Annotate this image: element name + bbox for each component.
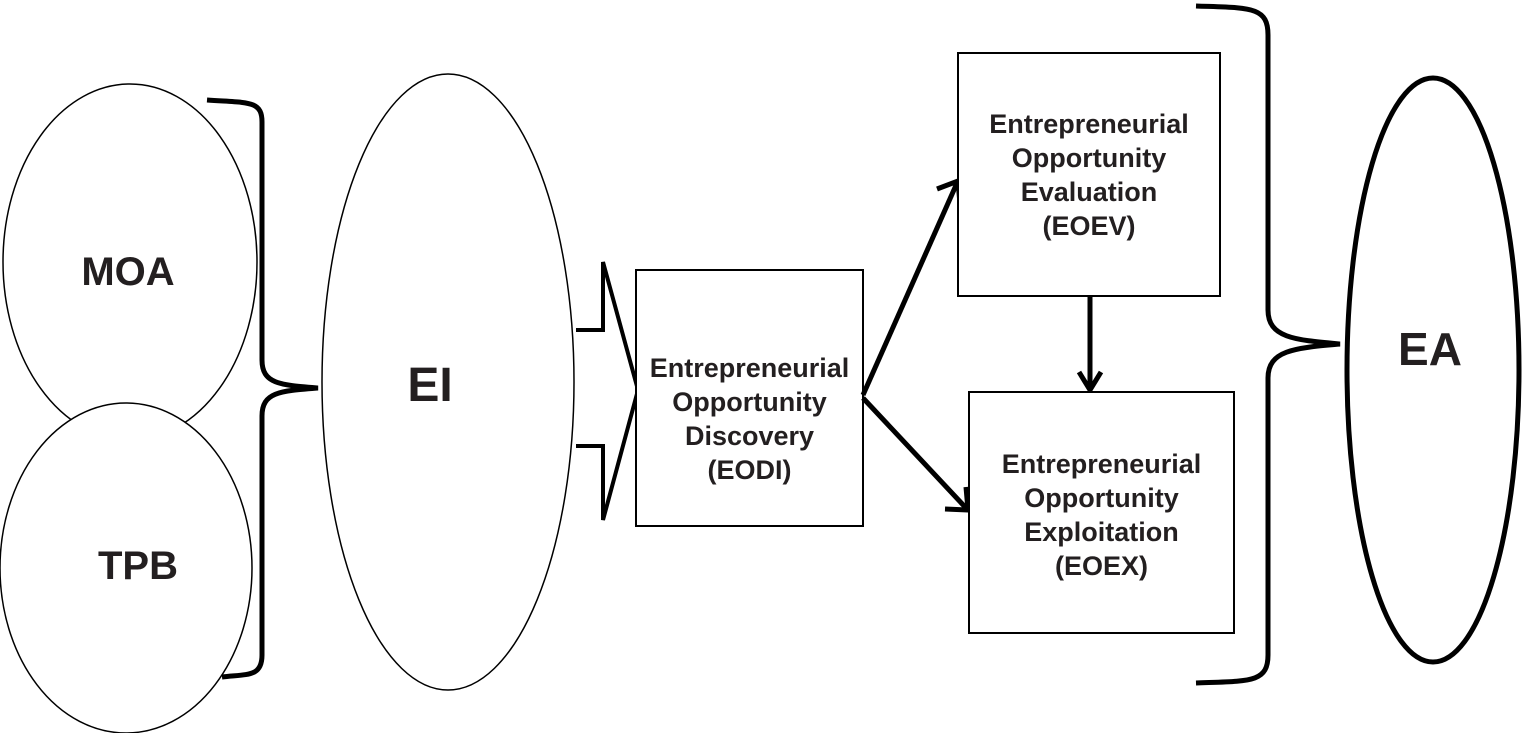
eodi-label: Entrepreneurial Opportunity Discovery (E… — [636, 351, 863, 487]
ea-label: EA — [1398, 323, 1462, 375]
eodi-line-1: Entrepreneurial — [649, 353, 850, 383]
arrow-eodi-to-eoex — [861, 396, 968, 510]
tpb-label: TPB — [98, 544, 178, 588]
eoev-line-4: (EOEV) — [1042, 211, 1136, 241]
eodi-line-4: (EODI) — [707, 455, 792, 485]
block-arrow — [576, 261, 641, 521]
eodi-box — [635, 269, 864, 527]
ei-ellipse — [321, 73, 575, 691]
arrowhead-down — [1076, 370, 1104, 395]
eoex-line-2: Opportunity — [1024, 483, 1179, 513]
eoex-line-4: (EOEX) — [1054, 551, 1148, 581]
right-bracket — [1195, 3, 1341, 686]
arrow-eodi-to-eoev — [860, 181, 960, 397]
ea-ellipse — [1344, 75, 1522, 665]
eoex-box — [968, 391, 1235, 634]
eoev-box — [957, 52, 1221, 297]
moa-label: MOA — [81, 250, 175, 294]
eoev-line-1: Entrepreneurial — [989, 109, 1189, 139]
eoex-line-3: Exploitation — [1024, 517, 1179, 547]
eodi-line-2: Opportunity — [672, 387, 827, 417]
left-bracket — [206, 97, 319, 680]
eoex-line-1: Entrepreneurial — [1001, 449, 1202, 479]
eodi-line-3: Discovery — [684, 421, 815, 451]
eoev-line-2: Opportunity — [1011, 143, 1167, 173]
eoev-line-3: Evaluation — [1020, 177, 1158, 207]
ei-label: EI — [407, 359, 453, 412]
eoex-label: Entrepreneurial Opportunity Exploitation… — [969, 447, 1234, 583]
eoev-label: Entrepreneurial Opportunity Evaluation (… — [958, 107, 1220, 243]
